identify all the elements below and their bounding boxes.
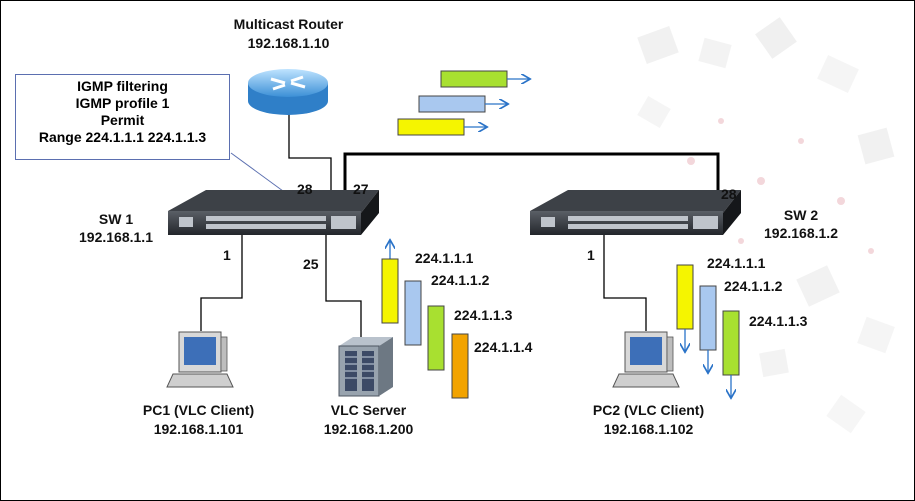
- pc2-streams: [676, 264, 740, 397]
- server-stream-label: 224.1.1.3: [454, 307, 513, 323]
- pc2-name: PC2 (VLC Client): [592, 402, 705, 418]
- sw1-ip: 192.168.1.1: [79, 229, 153, 245]
- link-sw2-pc2: [603, 233, 647, 331]
- pc2-stream-green: [722, 310, 740, 376]
- router-stream-blue: [418, 95, 486, 113]
- server-stream-blue: [404, 280, 422, 346]
- link-sw1-pc1: [200, 233, 243, 331]
- pc2-stream-label: 224.1.1.3: [749, 313, 808, 329]
- router-stream-yellow: [397, 118, 465, 136]
- sw2-ip: 192.168.1.2: [764, 225, 838, 241]
- link-sw1-sw2: [343, 152, 720, 216]
- sw1-port-pc: 1: [223, 247, 231, 263]
- server-stream-green: [427, 305, 445, 371]
- router-stream-green: [440, 70, 508, 88]
- pc2-stream-yellow: [676, 264, 694, 330]
- router-icon: [248, 69, 328, 115]
- server-stream-label: 224.1.1.1: [415, 250, 474, 266]
- router-name: Multicast Router: [233, 16, 344, 32]
- server-stream-orange: [451, 333, 469, 399]
- pc2-stream-blue: [699, 285, 717, 351]
- server-streams: [381, 241, 469, 399]
- filter-line: Permit: [100, 112, 145, 128]
- pc1-ip: 192.168.1.101: [153, 421, 244, 437]
- sw2-name: SW 2: [783, 207, 819, 223]
- sw2-port-pc: 1: [587, 247, 595, 263]
- pc2-icon: [612, 331, 680, 388]
- pc2-ip: 192.168.1.102: [603, 421, 694, 437]
- pc2-stream-label: 224.1.1.2: [724, 278, 783, 294]
- switch-sw2-icon: [530, 190, 741, 235]
- pc1-name: PC1 (VLC Client): [142, 402, 255, 418]
- server-stream-label: 224.1.1.4: [474, 339, 533, 355]
- igmp-filter-note: IGMP filtering IGMP profile 1 Permit Ran…: [15, 74, 230, 160]
- filter-line: IGMP profile 1: [75, 95, 170, 111]
- server-stream-yellow: [381, 258, 399, 324]
- sw1-port-router: 28: [297, 181, 313, 197]
- pc1-icon: [166, 331, 234, 388]
- server-stream-label: 224.1.1.2: [431, 272, 490, 288]
- pc2-stream-label: 224.1.1.1: [707, 255, 766, 271]
- sw1-name: SW 1: [98, 211, 134, 227]
- server-ip: 192.168.1.200: [323, 421, 414, 437]
- server-icon: [338, 337, 393, 397]
- server-name: VLC Server: [330, 402, 407, 418]
- network-links: [200, 113, 720, 337]
- sw1-port-server: 25: [303, 256, 319, 272]
- link-sw1-server: [325, 233, 362, 337]
- filter-line: IGMP filtering: [77, 78, 168, 94]
- link-router-sw1: [288, 113, 332, 209]
- sw2-port-uplink: 28: [721, 186, 737, 202]
- background-decoration: [637, 17, 895, 434]
- sw1-port-uplink: 27: [353, 181, 369, 197]
- router-streams: [397, 70, 529, 136]
- filter-line: Range 224.1.1.1 224.1.1.3: [38, 129, 207, 145]
- router-ip: 192.168.1.10: [247, 35, 330, 51]
- switch-sw1-icon: [168, 190, 379, 235]
